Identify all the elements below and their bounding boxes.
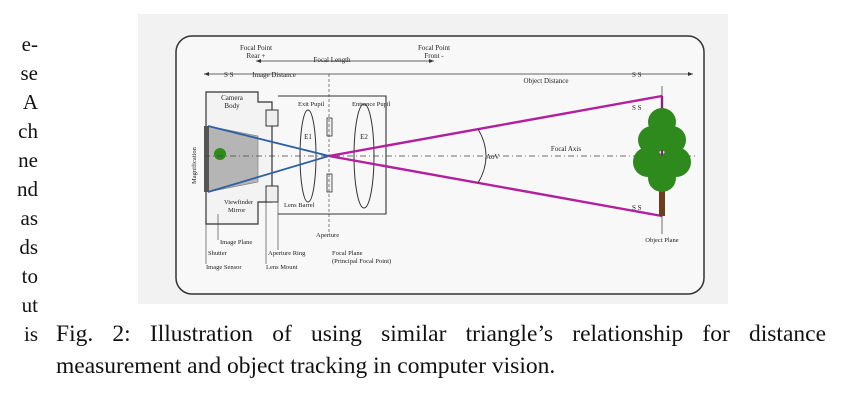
diagram-frame (175, 35, 705, 295)
e2-label: E2 (360, 133, 368, 141)
object-plane-label: Object Plane (645, 237, 679, 244)
shutter-label: Shutter (208, 250, 228, 257)
lens-barrel-label: Lens Barrel (284, 202, 315, 209)
aperture-label: Aperture (316, 232, 339, 239)
viewfinder-label: Viewfinder (224, 199, 254, 206)
camera-body-label: Camera (221, 94, 244, 102)
viewfinder-label-2: Mirror (228, 207, 246, 214)
left-column-line: e- (21, 32, 38, 56)
break-mark-object-bottom: S S (632, 204, 642, 212)
inverted-image-icon (214, 148, 226, 160)
focal-point-front-label: Focal Point (418, 44, 450, 52)
entrance-pupil-label: Entrance Pupil (352, 101, 391, 108)
camera-body-label-2: Body (224, 102, 240, 110)
left-column-line: nd (17, 177, 38, 201)
break-mark-object-top: S S (632, 104, 642, 112)
e1-label: E1 (304, 133, 312, 141)
lens-mount-bottom (265, 185, 279, 203)
left-column-line: A (22, 90, 38, 114)
break-mark-left: S S (224, 71, 234, 79)
lens-mount-top (265, 109, 279, 127)
focal-axis-label: Focal Axis (551, 145, 581, 153)
image-distance-label: Image Distance (252, 71, 296, 79)
aperture-bottom (326, 173, 333, 193)
left-column-line: is (23, 322, 38, 346)
figure-caption: Fig. 2: Illustration of using similar tr… (56, 321, 826, 379)
left-column-line: to (21, 264, 38, 288)
tree-icon (633, 108, 691, 216)
focal-plane-label: Focal Plane (332, 250, 363, 257)
object-distance-label: Object Distance (524, 77, 569, 85)
left-column-line: ut (21, 293, 38, 317)
focal-length-label: Focal Length (313, 56, 351, 64)
aov-arc (477, 128, 487, 184)
exit-pupil-label: Exit Pupil (298, 101, 324, 108)
object-rays (328, 94, 663, 218)
left-column-line: ne (18, 148, 38, 172)
image-plane-label: Image Plane (220, 239, 252, 246)
camera-diagram: Focal Point Rear + Focal Length Focal Po… (175, 35, 705, 295)
focal-point-rear-label: Focal Point (240, 44, 272, 52)
lens-barrel (278, 95, 387, 215)
aperture-top (326, 117, 333, 137)
magnification-label: Magnification (191, 146, 198, 184)
focal-point-rear-sign: Rear + (247, 52, 266, 60)
figure: Focal Point Rear + Focal Length Focal Po… (138, 14, 728, 304)
lens-mount-label: Lens Mount (266, 264, 298, 271)
left-column-line: se (20, 61, 39, 85)
left-column-line: ds (19, 235, 38, 259)
focal-point-front-sign: Front - (424, 52, 444, 60)
leader-lines (205, 202, 279, 264)
left-column-line: ch (18, 119, 38, 143)
image-sensor (204, 126, 209, 192)
break-mark-right: S S (632, 71, 642, 79)
image-sensor-label: Image Sensor (206, 264, 242, 271)
left-column-line: as (20, 206, 39, 230)
focal-plane-label-2: (Principal Focal Point) (332, 258, 391, 265)
aov-label: AoV (486, 153, 500, 161)
aperture-ring-label: Aperture Ring (268, 250, 306, 257)
